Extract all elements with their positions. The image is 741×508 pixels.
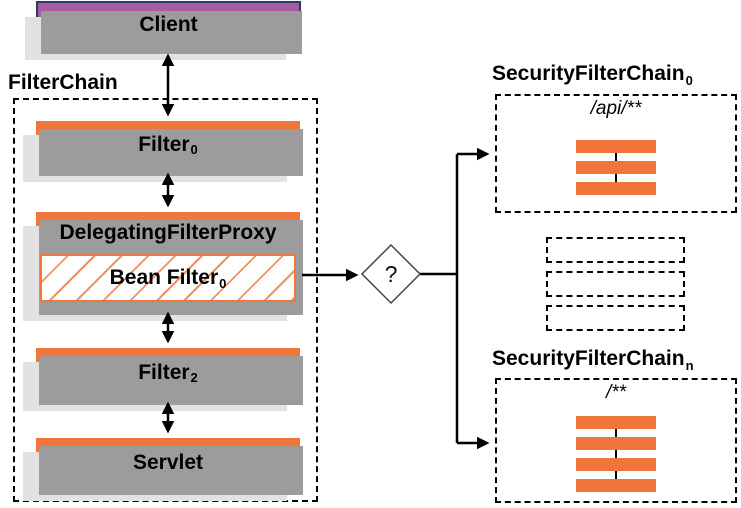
security-filter-chain-0-filters <box>576 140 656 195</box>
bean-filter-label: Bean Filter <box>109 266 219 289</box>
security-filter-chain-0-pattern: /api/** <box>590 98 642 119</box>
servlet-node: Servlet <box>23 438 303 501</box>
filter2-label: Filter <box>138 360 190 384</box>
filter-bar <box>576 140 656 153</box>
security-filter-chain-n-pattern: /** <box>605 382 627 403</box>
delegating-filter-proxy-title: DelegatingFilterProxy <box>36 212 300 254</box>
security-filter-chain-n-box: /** <box>495 378 737 503</box>
filter0-label: Filter <box>138 132 190 156</box>
decision-label: ? <box>384 260 398 287</box>
filter2-subscript: 2 <box>190 370 198 385</box>
security-filter-chain-n-subscript: n <box>685 358 694 373</box>
security-filter-chain-n-label: SecurityFilterChain <box>492 347 685 370</box>
bean-filter-subscript: 0 <box>219 275 227 291</box>
delegating-filter-proxy-label: DelegatingFilterProxy <box>59 221 277 244</box>
placeholder-chain-box <box>546 237 685 263</box>
security-filter-chain-0-label: SecurityFilterChain <box>492 62 685 85</box>
security-filter-chain-0-subscript: 0 <box>685 73 693 88</box>
filter-bar <box>576 479 656 492</box>
filter-bar <box>576 437 656 450</box>
filterchain-label: FilterChain <box>8 71 118 94</box>
security-filter-chain-n-title: SecurityFilterChainn <box>492 347 694 373</box>
filter-bar <box>576 182 656 195</box>
servlet-label: Servlet <box>132 450 204 474</box>
placeholder-chain-box <box>546 271 685 297</box>
client-label: Client <box>139 12 198 36</box>
security-filter-chain-0-box: /api/** <box>495 94 737 213</box>
filter-bar <box>576 416 656 429</box>
filter-bar <box>576 458 656 471</box>
placeholder-chain-box <box>546 305 685 331</box>
security-filter-chain-n-filters <box>576 416 656 492</box>
filter-bar <box>576 161 656 174</box>
filter0-subscript: 0 <box>190 142 198 157</box>
client-node: Client <box>25 1 302 60</box>
security-filter-chain-0-title: SecurityFilterChain0 <box>492 62 693 88</box>
